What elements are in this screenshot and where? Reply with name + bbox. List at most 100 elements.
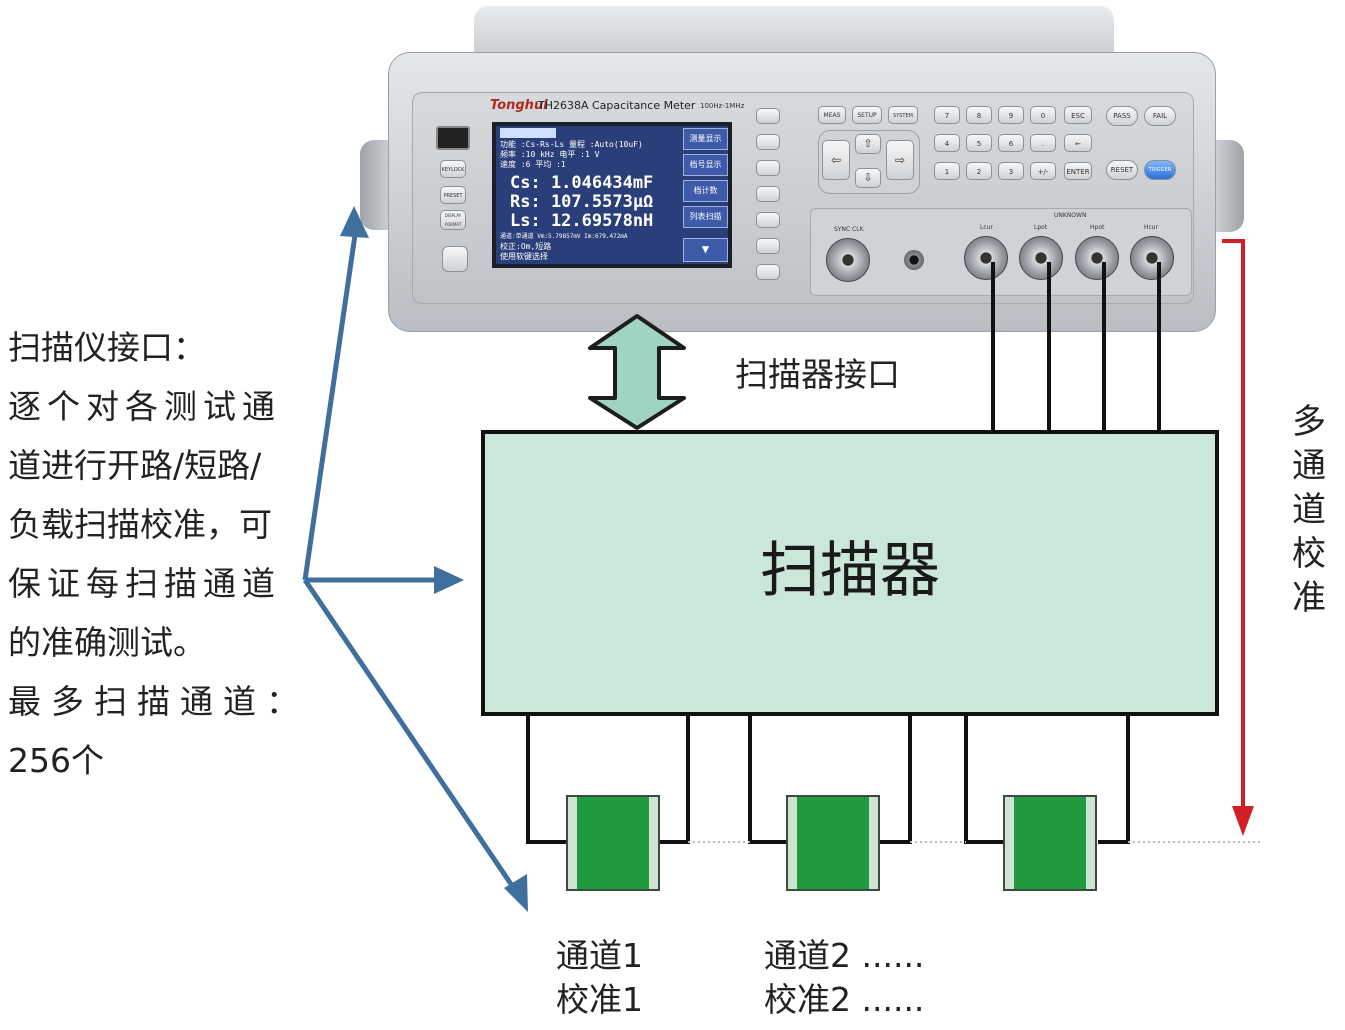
instrument-brand: Tonghui: [490, 98, 548, 113]
arrow-right-icon[interactable]: ⇨: [886, 140, 914, 180]
key-5[interactable]: 5: [966, 134, 992, 152]
softkey-button-6[interactable]: [756, 238, 780, 254]
blue-arrow-up: [302, 227, 359, 581]
lcd-ls-value: Ls: 12.69578nH: [510, 211, 654, 231]
channel-2-line1: 通道2 ......: [764, 936, 925, 975]
key-6[interactable]: 6: [998, 134, 1024, 152]
blue-arrowhead-middle: [434, 566, 464, 594]
instrument-model: TH2638A Capacitance Meter: [538, 99, 696, 112]
enter-button[interactable]: ENTER: [1064, 162, 1092, 180]
desc-line-2: 逐个对各测试通: [8, 387, 281, 426]
vert-char-1: 多: [1292, 402, 1326, 442]
lcd-status2: 校正:Om,短路: [500, 242, 552, 251]
multi-channel-calibration-label: 多 通 道 校 准: [1287, 400, 1331, 620]
vert-char-2: 通: [1292, 446, 1326, 486]
softkey-button-2[interactable]: [756, 134, 780, 150]
channel1-wire-left: [526, 716, 570, 844]
lcd-rs-value: Rs: 107.5573μΩ: [510, 192, 654, 212]
arrow-down-icon[interactable]: ⇩: [855, 168, 881, 188]
softkey-button-5[interactable]: [756, 212, 780, 228]
channel-2-label: 通道2 ...... 校准2 ......: [764, 934, 924, 1022]
key-plus-minus[interactable]: +/-: [1030, 162, 1056, 180]
lpot-connector[interactable]: [1019, 236, 1063, 280]
lcd-status1: 通道:单通道 Vm:5.79857mV Im:679.472mA: [500, 233, 628, 240]
reset-button[interactable]: RESET: [1106, 160, 1138, 180]
usb-port-icon: [436, 126, 470, 150]
lcd-down-arrow-icon: ▼: [683, 238, 728, 262]
softkey-button-7[interactable]: [756, 264, 780, 280]
key-3[interactable]: 3: [998, 162, 1024, 180]
softkey-button-3[interactable]: [756, 160, 780, 176]
trigger-button[interactable]: TRIGGER: [1144, 160, 1176, 180]
arrow-up-icon[interactable]: ⇧: [855, 134, 881, 154]
vert-char-4: 校: [1292, 534, 1326, 574]
channel-1-label: 通道1 校准1: [556, 934, 643, 1022]
softkey-button-4[interactable]: [756, 186, 780, 202]
display-format-button[interactable]: DISPLAY FORMAT: [440, 210, 466, 230]
key-1[interactable]: 1: [934, 162, 960, 180]
arrow-left-icon[interactable]: ⇦: [822, 140, 850, 180]
blue-arrow-down: [302, 578, 518, 892]
scanner-label: 扫描器: [760, 536, 940, 606]
key-2[interactable]: 2: [966, 162, 992, 180]
key-0[interactable]: 0: [1030, 106, 1056, 124]
lcur-label: Lcur: [980, 224, 993, 231]
vert-char-3: 道: [1292, 490, 1326, 530]
system-button[interactable]: SYSTEM: [888, 106, 918, 124]
channel2-wire-right: [880, 716, 912, 844]
lcd-softkey-2: 档号显示: [683, 154, 728, 176]
desc-line-1: 扫描仪接口：: [8, 328, 206, 367]
hpot-label: Hpot: [1090, 224, 1105, 231]
setup-button[interactable]: SETUP: [852, 106, 882, 124]
lcd-softkey-3: 档计数: [683, 180, 728, 202]
channel-1-line1: 通道1: [556, 936, 643, 975]
backspace-icon[interactable]: ←: [1064, 134, 1092, 152]
blue-arrowhead-up: [340, 206, 369, 238]
foot-switch-jack[interactable]: [904, 250, 924, 270]
desc-line-3: 道进行开路/短路/: [8, 446, 262, 485]
dut-channel-2: [786, 795, 880, 891]
scanner-interface-double-arrow: [588, 314, 686, 430]
keylock-button[interactable]: KEYLOCK: [440, 160, 466, 178]
channel-1-line2: 校准1: [556, 980, 643, 1019]
dut-channel-1: [566, 795, 660, 891]
lcd-row1: 功能 :Cs-Rs-Ls 量程 :Auto(10uF): [500, 140, 643, 149]
sync-clk-connector[interactable]: [826, 238, 870, 282]
softkey-button-1[interactable]: [756, 108, 780, 124]
left-description: 扫描仪接口： 逐个对各测试通 道进行开路/短路/ 负载扫描校准，可 保证每扫描通…: [8, 318, 299, 790]
lcd-row2: 频率 :10 kHz 电平 :1 V: [500, 150, 600, 159]
hcur-label: Hcur: [1144, 224, 1159, 231]
desc-line-5: 保证每扫描通道: [8, 564, 281, 603]
key-8[interactable]: 8: [966, 106, 992, 124]
sync-clk-label: SYNC CLK: [834, 226, 864, 233]
key-9[interactable]: 9: [998, 106, 1024, 124]
key-4[interactable]: 4: [934, 134, 960, 152]
lcur-connector[interactable]: [964, 236, 1008, 280]
meas-button[interactable]: MEAS: [818, 106, 846, 124]
instrument-freq-range: 100Hz-1MHz: [700, 102, 745, 110]
lcd-row3: 速度 :6 平均 :1: [500, 160, 566, 169]
channel-2-line2: 校准2 ......: [764, 980, 925, 1019]
hcur-connector[interactable]: [1130, 236, 1174, 280]
esc-button[interactable]: ESC: [1064, 106, 1092, 124]
instrument-top-cover: [474, 6, 1114, 56]
lcd-screen: 功能 :Cs-Rs-Ls 量程 :Auto(10uF) 频率 :10 kHz 电…: [492, 122, 732, 268]
hpot-connector[interactable]: [1075, 236, 1119, 280]
lcd-status3: 使用软键选择: [500, 252, 548, 261]
scanner-box: [481, 430, 1219, 716]
lcd-cs-value: Cs: 1.046434mF: [510, 173, 654, 193]
key-7[interactable]: 7: [934, 106, 960, 124]
red-calibration-arrowhead: [1232, 806, 1254, 836]
channel3-wire-right: [1098, 716, 1130, 844]
desc-line-4: 负载扫描校准，可: [8, 505, 272, 544]
preset-button[interactable]: PRESET: [440, 186, 466, 204]
power-button[interactable]: [442, 246, 468, 272]
desc-line-8: 256个: [8, 741, 104, 780]
lpot-label: Lpot: [1034, 224, 1048, 231]
lcd-softkey-4: 列表扫描: [683, 206, 728, 228]
blue-arrowhead-down: [504, 874, 528, 912]
lcd-title-bar: [500, 128, 556, 138]
key-dot[interactable]: .: [1030, 134, 1056, 152]
channel1-wire-right: [658, 716, 690, 844]
